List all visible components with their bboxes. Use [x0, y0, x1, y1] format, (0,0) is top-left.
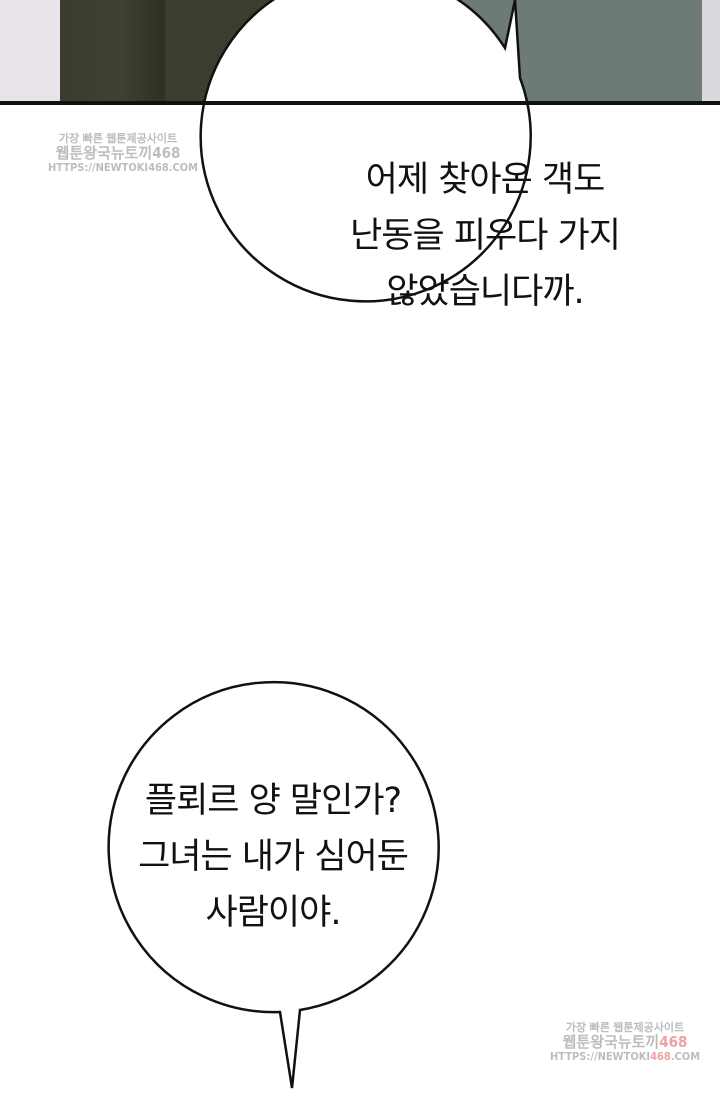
watermark-number: 468	[650, 1049, 671, 1063]
speech-bubble-1	[199, 0, 532, 303]
text-line: 그녀는 내가 심어둔	[138, 837, 409, 877]
text-line: 플뢰르 양 말인가?	[144, 781, 402, 821]
text-line: 사람이야.	[205, 893, 342, 933]
watermark-top: 가장 빠른 웹툰제공사이트 웹툰왕국뉴토끼468 HTTPS://NEWTOKI…	[48, 132, 199, 174]
watermark-bottom: 가장 빠른 웹툰제공사이트 웹툰왕국뉴토끼468 HTTPS://NEWTOKI…	[550, 1021, 701, 1063]
text-line: 않았습니다까.	[386, 272, 584, 312]
watermark-line: 가장 빠른 웹툰제공사이트	[58, 132, 178, 145]
text-line: 난동을 피우다 가지	[350, 216, 621, 256]
watermark-line: HTTPS://NEWTOKI	[550, 1049, 651, 1063]
speech-bubble-2-text: 플뢰르 양 말인가? 그녀는 내가 심어둔 사람이야.	[108, 773, 438, 941]
watermark-line: 가장 빠른 웹툰제공사이트	[565, 1021, 685, 1034]
watermark-line: 웹툰왕국뉴토끼	[562, 1033, 660, 1052]
watermark-line: 웹툰왕국뉴토끼468	[55, 144, 181, 163]
watermark-number: 468	[659, 1033, 688, 1052]
panel-edge	[0, 0, 720, 101]
watermark-line: HTTPS://NEWTOKI468.COM	[48, 160, 199, 174]
text-line: 어제 찾아온 객도	[365, 160, 606, 200]
speech-bubble-2	[107, 680, 440, 1089]
watermark-line: .COM	[670, 1049, 701, 1063]
speech-bubble-1-text: 어제 찾아온 객도 난동을 피우다 가지 않았습니다까.	[320, 152, 650, 320]
